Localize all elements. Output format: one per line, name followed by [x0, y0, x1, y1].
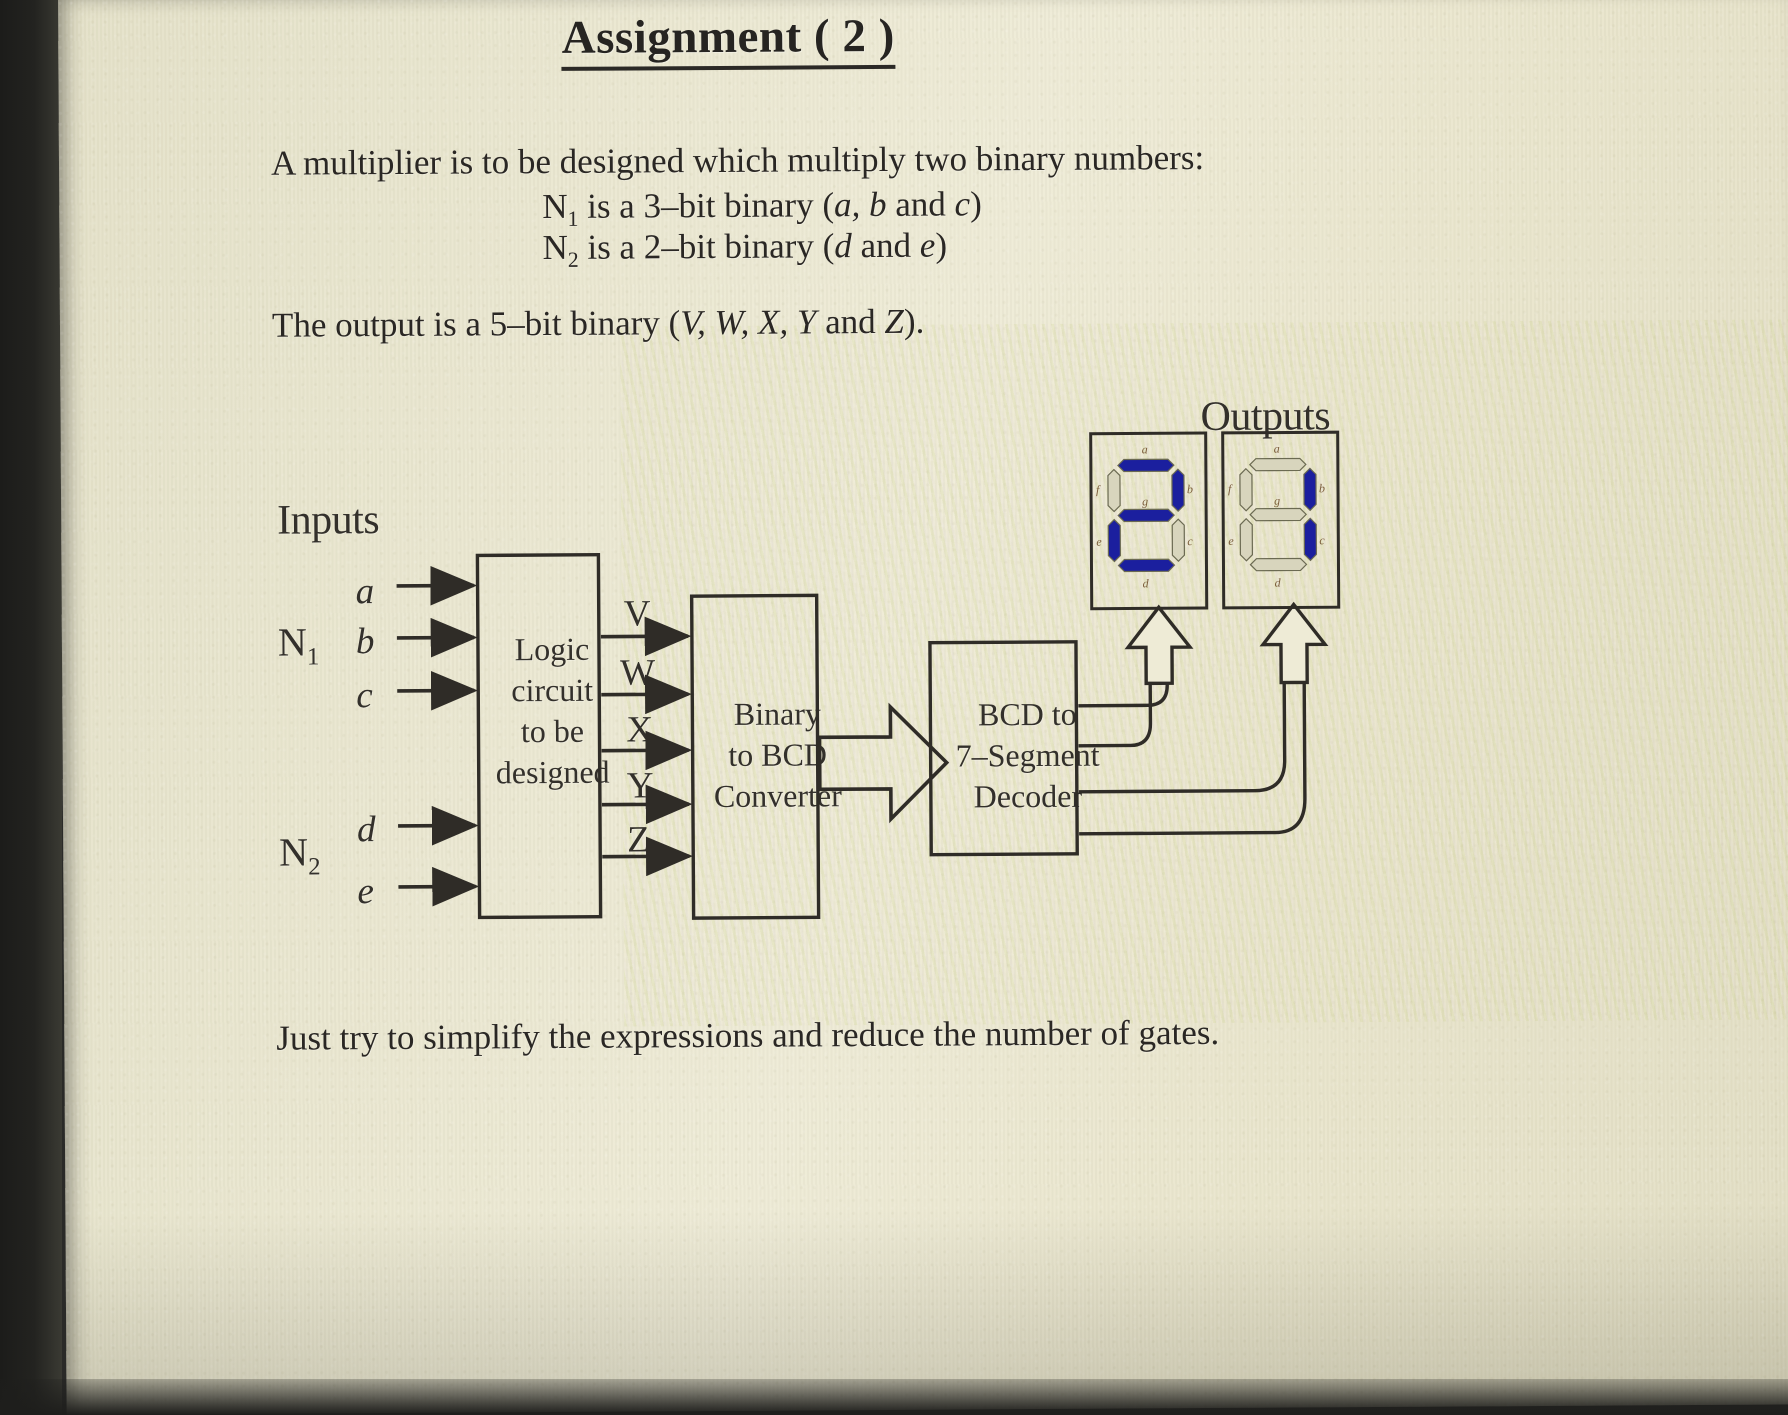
display-2-segment-d [1249, 557, 1308, 572]
diagram-vectors: a b c d e f g a [396, 430, 1341, 920]
bcd-bus-block-arrow [817, 702, 950, 824]
decoder-to-display-1-lines [1078, 665, 1169, 748]
decoder-to-display-2-lines [1078, 674, 1307, 836]
input-arrows [396, 565, 480, 907]
document-page: Assignment ( 2 ) A multiplier is to be d… [58, 0, 1788, 1415]
display-1-segment-f [1107, 468, 1121, 513]
logic-circuit-box [475, 552, 603, 920]
display-2-label-b: b [1319, 481, 1325, 495]
display-2-label-c: c [1319, 533, 1325, 547]
display-2-segment-c [1303, 517, 1318, 562]
display-1-segment-g [1117, 508, 1176, 523]
photo-left-shadow [0, 0, 62, 1415]
display-1-up-arrow [1124, 604, 1194, 686]
display-2-segment-a [1249, 457, 1307, 472]
display-2-label-a: a [1274, 442, 1280, 456]
display-1-segment-a [1117, 458, 1175, 473]
display-1-label-e: e [1096, 535, 1102, 549]
display-1-label-c: c [1187, 534, 1193, 548]
display-2-label-f: f [1228, 482, 1233, 496]
display-2-up-arrow [1259, 601, 1329, 685]
display-1-segment-b [1171, 468, 1185, 513]
bcd-to-7segment-box [928, 640, 1079, 857]
display-1-label-a: a [1142, 442, 1148, 456]
display-1-label-f: f [1096, 483, 1101, 497]
display-2-segment-g [1249, 507, 1308, 522]
display-1-label-b: b [1187, 482, 1193, 496]
display-2-segment-b [1303, 467, 1317, 512]
display-2-segment-e [1239, 517, 1254, 562]
block-diagram: Inputs Outputs N1 N2 a b c d e V W X Y Z… [58, 0, 1788, 1415]
display-1-segment-e [1107, 518, 1122, 563]
binary-to-bcd-box [689, 593, 821, 920]
display-2-label-g: g [1274, 494, 1280, 508]
display-1-segment-d [1117, 558, 1176, 573]
display-2-label-e: e [1228, 534, 1234, 548]
seven-segment-display-1: a b c d e f g [1089, 431, 1209, 611]
display-1-label-g: g [1142, 494, 1148, 508]
bus-arrows [600, 616, 693, 877]
display-1-label-d: d [1143, 576, 1150, 590]
display-1-segment-c [1171, 518, 1186, 563]
photo-bottom-shadow [0, 1379, 1788, 1415]
display-2-segment-f [1239, 467, 1253, 512]
seven-segment-display-2: a b c d e f g [1221, 430, 1341, 610]
display-2-label-d: d [1275, 576, 1282, 590]
